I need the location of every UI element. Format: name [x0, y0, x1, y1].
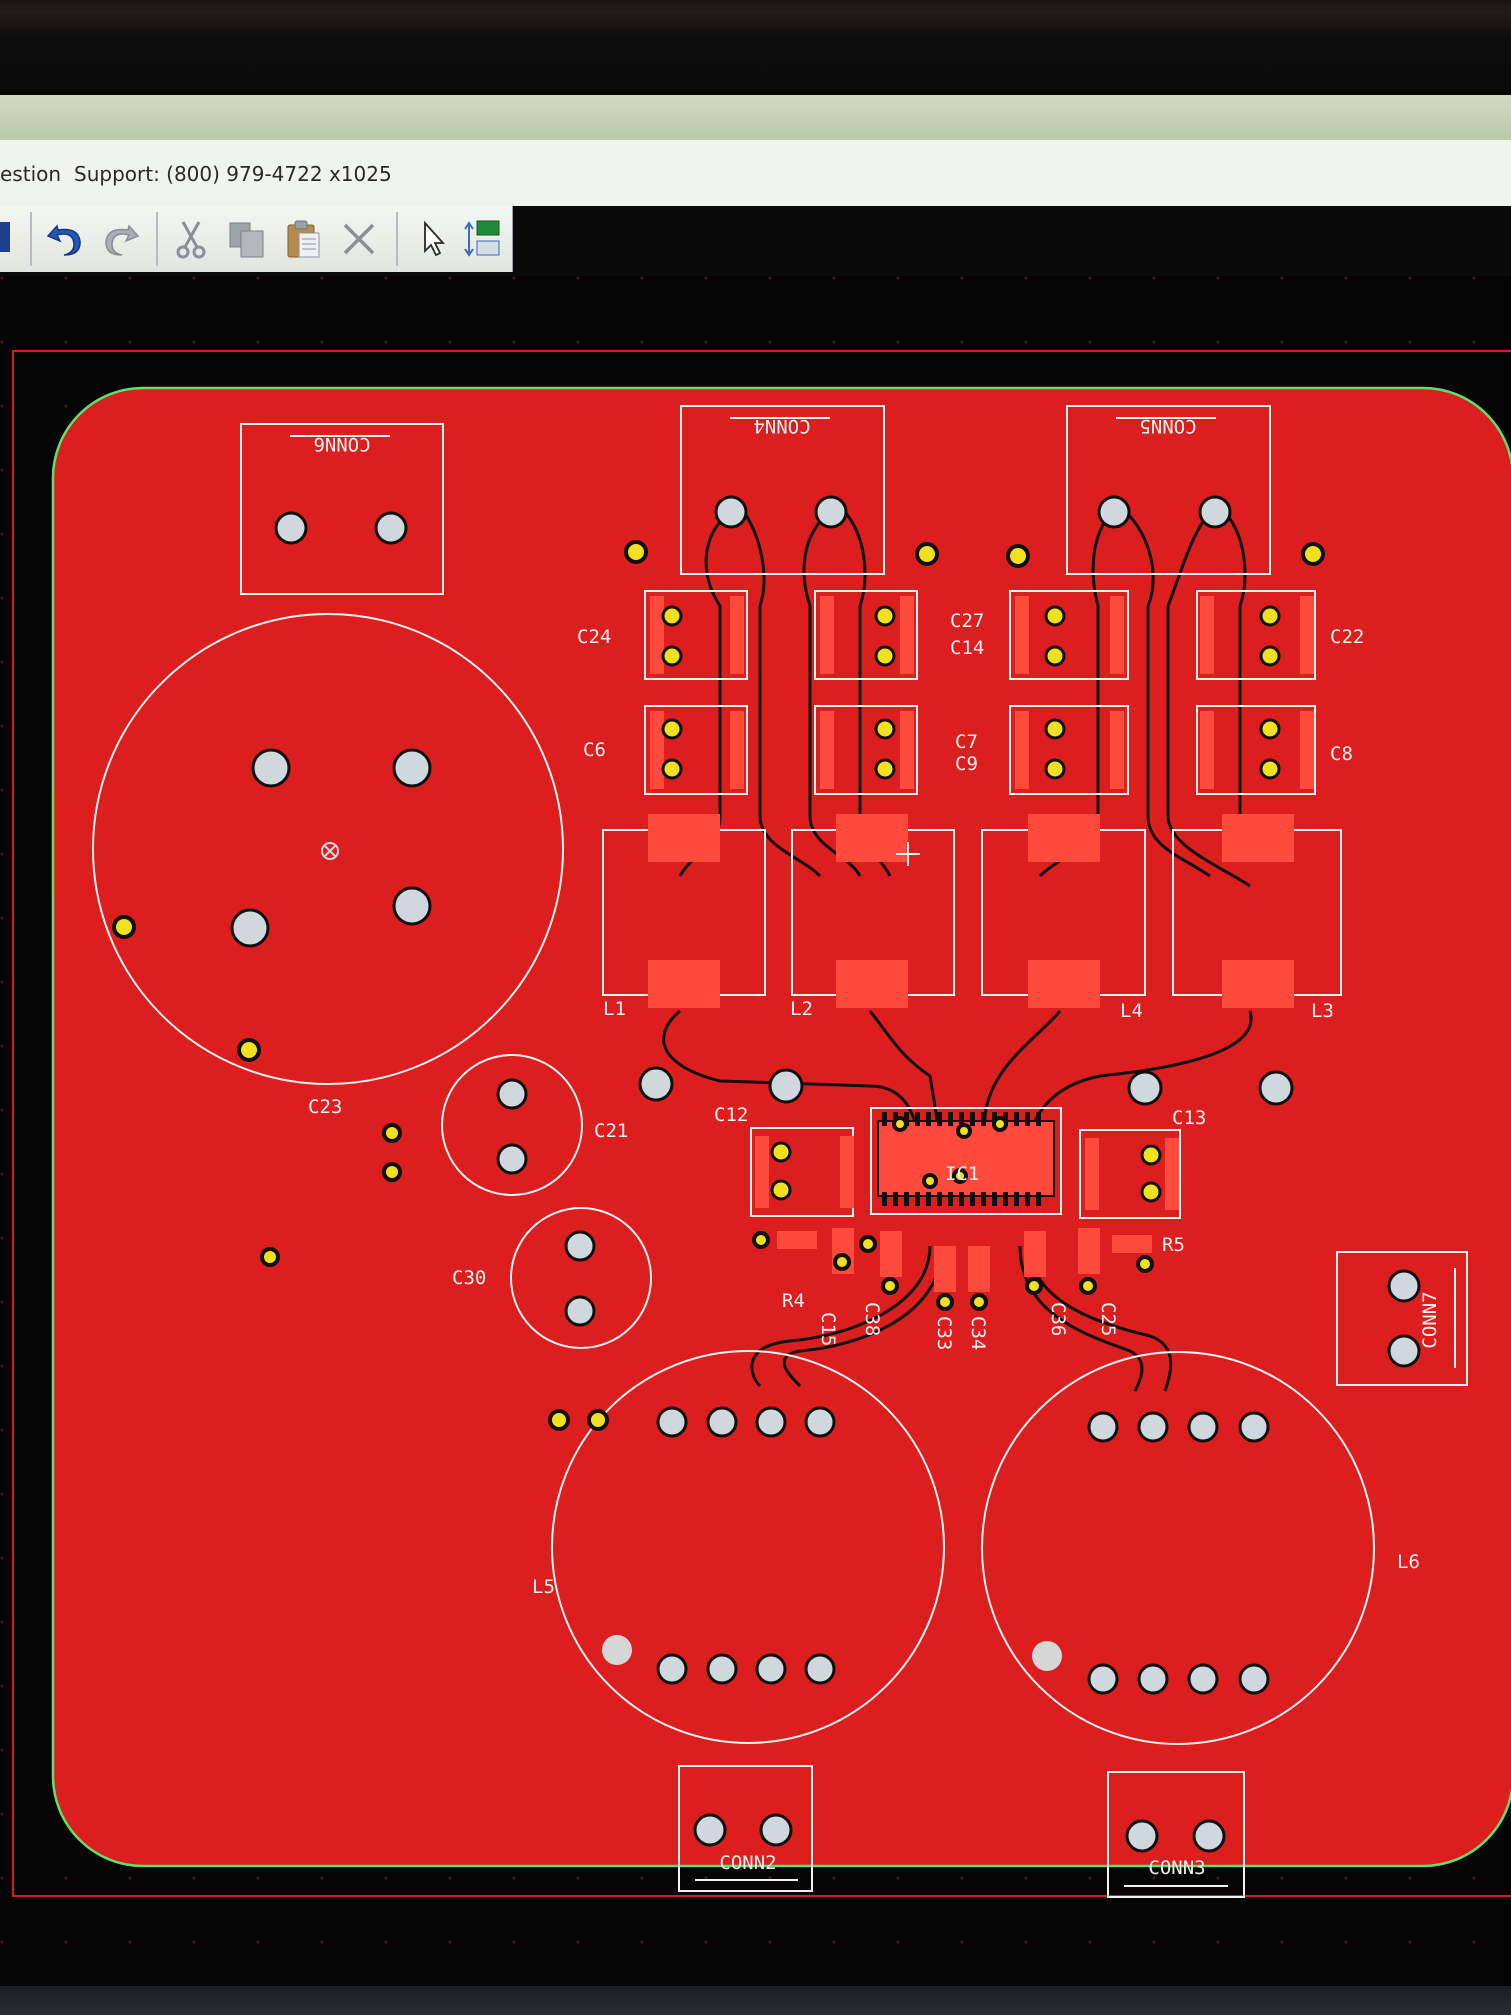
- toolbar-separator: [156, 212, 158, 266]
- label-l2: L2: [790, 998, 813, 1020]
- label-c27: C27: [950, 610, 984, 632]
- label-l4: L4: [1120, 1000, 1143, 1022]
- label-c34: C34: [967, 1316, 989, 1350]
- label-c36: C36: [1047, 1302, 1069, 1336]
- monitor-bottom-bezel: [0, 1986, 1511, 2015]
- monitor-top-bezel: [0, 0, 1511, 95]
- label-c21: C21: [594, 1120, 628, 1142]
- label-c30: C30: [452, 1267, 486, 1289]
- vias: [112, 540, 1325, 1431]
- label-l6: L6: [1397, 1551, 1420, 1573]
- toolbar-row: [0, 206, 1511, 276]
- conn4-outline: [680, 405, 885, 575]
- silkscreen-labels: CONN6 CONN4 CONN5 CONN7 CONN2 CONN3 C24 …: [308, 415, 1441, 1879]
- conn7-outline: [1336, 1251, 1468, 1386]
- copy-icon[interactable]: [222, 214, 272, 264]
- l6-pin1-marker: [1032, 1641, 1062, 1671]
- label-conn5: CONN5: [1139, 415, 1196, 437]
- label-conn6: CONN6: [313, 433, 370, 455]
- label-c14: C14: [950, 637, 984, 659]
- label-l3: L3: [1311, 1000, 1334, 1022]
- conn2-outline: [678, 1765, 813, 1892]
- label-c24: C24: [577, 626, 611, 648]
- cursor-crosshair: [896, 842, 920, 866]
- toolbar-separator: [396, 212, 398, 266]
- label-c8: C8: [1330, 743, 1353, 765]
- label-conn2: CONN2: [719, 1852, 776, 1874]
- menu-bar: estion Support: (800) 979-4722 x1025: [0, 140, 1511, 207]
- label-c15: C15: [817, 1312, 839, 1346]
- support-phone-text: Support: (800) 979-4722 x1025: [74, 162, 392, 186]
- label-c12: C12: [714, 1104, 748, 1126]
- l5-pin1-marker: [602, 1635, 632, 1665]
- label-c7: C7: [955, 731, 978, 753]
- select-pointer-icon[interactable]: [408, 214, 458, 264]
- cap-pads: [661, 605, 1281, 1203]
- label-conn7: CONN7: [1419, 1291, 1441, 1348]
- label-c33: C33: [933, 1316, 955, 1350]
- label-c25: C25: [1097, 1302, 1119, 1336]
- title-bar: [0, 95, 1511, 140]
- label-r4: R4: [782, 1290, 805, 1312]
- label-c9: C9: [955, 753, 978, 775]
- label-c13: C13: [1172, 1107, 1206, 1129]
- c23-center-mark: [321, 842, 339, 860]
- conn3-outline: [1107, 1771, 1245, 1898]
- label-c22: C22: [1330, 626, 1364, 648]
- toolbar-edge-icon: [0, 222, 10, 252]
- pcb-board-view[interactable]: CONN6 CONN4 CONN5 CONN7 CONN2 CONN3 C24 …: [0, 276, 1511, 1986]
- ic1-footprint: [877, 1112, 1055, 1206]
- label-c23: C23: [308, 1096, 342, 1118]
- conn6-outline: [240, 423, 444, 595]
- redo-icon[interactable]: [96, 214, 146, 264]
- label-ic1: IC1: [945, 1163, 979, 1185]
- label-r5: R5: [1162, 1234, 1185, 1256]
- label-l5: L5: [532, 1576, 555, 1598]
- delete-icon[interactable]: [334, 214, 384, 264]
- board-frame: [12, 350, 1511, 1897]
- cut-icon[interactable]: [166, 214, 216, 264]
- label-conn3: CONN3: [1148, 1857, 1205, 1879]
- label-conn4: CONN4: [753, 415, 810, 437]
- pcb-canvas[interactable]: CONN6 CONN4 CONN5 CONN7 CONN2 CONN3 C24 …: [0, 276, 1511, 1986]
- through-hole-pads: [230, 495, 1421, 1853]
- conn5-outline: [1066, 405, 1271, 575]
- label-c38: C38: [861, 1302, 883, 1336]
- undo-icon[interactable]: [40, 214, 90, 264]
- layer-view-icon[interactable]: [458, 214, 508, 264]
- smd-pads: [648, 596, 1314, 1292]
- toolbar-separator: [30, 212, 32, 266]
- paste-icon[interactable]: [278, 214, 328, 264]
- label-c6: C6: [583, 739, 606, 761]
- menu-item-question[interactable]: estion: [0, 162, 62, 186]
- toolbar: [0, 206, 513, 272]
- label-l1: L1: [603, 998, 626, 1020]
